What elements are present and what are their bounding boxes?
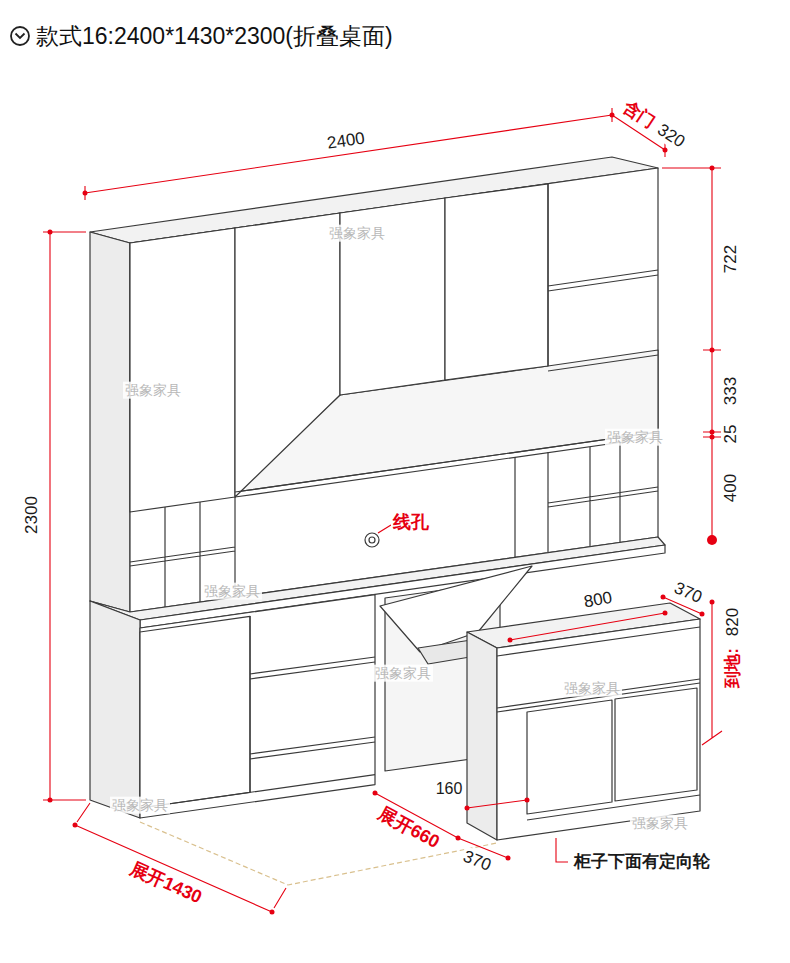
folding-desk-flap [380,566,532,652]
dimension-value: 370 [669,577,707,608]
dimension-dot [610,113,615,118]
cabinet-door [130,228,235,512]
leader-line [378,525,391,533]
side-panel [90,232,130,612]
dimension-dot [710,600,715,605]
dimension-dot [663,611,668,616]
dimension-dot [373,791,378,796]
dimension-line [467,800,527,808]
dimension-value: 722 [721,243,741,275]
thick-shelf [235,432,658,497]
dimension-label: 含门 [618,96,661,133]
dimension-dot [700,612,705,617]
dimension-value: 333 [721,375,741,407]
callout-text: 柜子下面有定向轮 [572,852,712,872]
watermark: 强象家具 [605,429,665,446]
dimension-value: 320 [652,119,690,153]
desk-top [90,537,665,620]
dimension-dot [663,148,668,153]
watermark: 强象家具 [202,583,262,600]
dimension-dot [710,166,715,171]
dimension-value: 800 [580,587,615,612]
dimension-dot [73,823,78,828]
dimension-dot [707,535,717,545]
icon-circle [11,27,29,45]
dimension-dot [48,798,53,803]
cabinet-door [527,700,612,814]
dimension-line [75,803,286,912]
dimension-line [43,232,86,800]
watermark: 强象家具 [630,815,690,832]
dimension-dot [48,230,53,235]
watermark: 强象家具 [373,665,433,682]
dimension-line [85,108,612,200]
shelf [140,616,375,808]
cable-hole [369,537,375,543]
dimension-label: 到地: [723,646,743,690]
dimension-dot [465,806,470,811]
title-icon [11,27,29,45]
dimension-dot [270,910,275,915]
cable-hole [365,533,379,547]
icon-chevron [16,34,25,39]
dimension-value: 2300 [22,494,42,536]
floor-footprint [140,822,497,885]
dimension-label: 展开660 [373,802,445,854]
watermark: 强象家具 [562,680,622,697]
leader-line [556,838,568,862]
dimension-line [510,613,665,640]
shelf [548,184,658,371]
side-panel [467,632,497,840]
watermark: 强象家具 [327,225,387,242]
lower-cabinet [140,595,375,818]
cabinet-door [140,616,250,808]
dimension-lines [43,108,722,912]
cabinet-door [445,184,548,380]
watermark: 强象家具 [123,382,183,399]
dimension-value: 160 [434,780,465,799]
dimension-value: 820 [723,606,743,638]
dimension-dot [456,836,461,841]
hutch-front [130,168,658,612]
cabinet [90,157,700,840]
cabinet-door [235,213,340,497]
dimension-dot [83,191,88,196]
shelf [497,627,700,820]
side-panel [90,601,140,818]
dimension-dot [710,430,715,435]
dimension-dot [661,595,666,600]
cabinet-door [615,688,697,801]
dimension-dots [48,113,718,915]
mobile-cabinet [497,619,700,840]
page-title: 款式16:2400*1430*2300(折叠桌面) [36,22,393,50]
dimension-dot [525,798,530,803]
dimension-dot [710,435,715,440]
dimension-dot [506,856,511,861]
dimension-line [702,602,722,745]
dimension-value: 400 [721,472,741,504]
dimension-dot [710,348,715,353]
dimension-value: 25 [721,423,741,446]
dimension-line [662,168,721,540]
dimension-value: 2400 [324,128,368,154]
dimension-dot [508,638,513,643]
callout-text: 线孔 [391,512,431,533]
watermark: 强象家具 [110,797,170,814]
